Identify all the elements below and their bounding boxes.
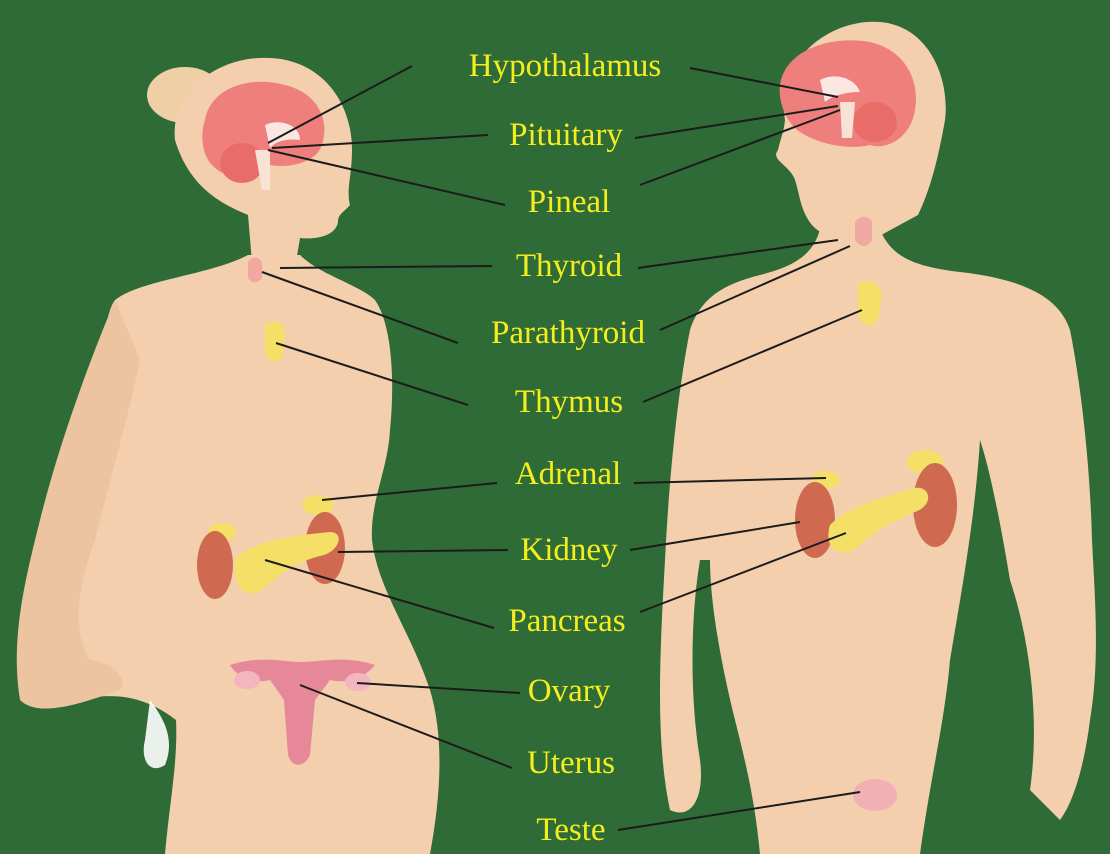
label-hypothalamus: Hypothalamus [469, 48, 661, 84]
male-brain [780, 40, 916, 147]
female-kidney-left [197, 531, 233, 599]
label-pituitary: Pituitary [509, 117, 623, 153]
label-thyroid: Thyroid [516, 248, 622, 284]
label-teste: Teste [536, 812, 605, 848]
label-thymus: Thymus [515, 384, 623, 420]
female-thyroid [248, 258, 262, 283]
female-torso [32, 255, 439, 854]
label-kidney: Kidney [520, 532, 617, 568]
label-uterus: Uterus [527, 745, 615, 781]
label-ovary: Ovary [528, 673, 610, 709]
male-thyroid [855, 217, 872, 246]
label-pineal: Pineal [528, 184, 610, 220]
male-body [660, 22, 1096, 854]
label-pancreas: Pancreas [508, 603, 625, 639]
female-thymus [265, 322, 285, 362]
male-kidney-left [795, 482, 835, 558]
label-parathyroid: Parathyroid [491, 315, 645, 351]
female-adrenal-gland [302, 495, 334, 515]
label-adrenal: Adrenal [515, 456, 621, 492]
female-body [17, 58, 440, 854]
male-testes [853, 779, 897, 811]
